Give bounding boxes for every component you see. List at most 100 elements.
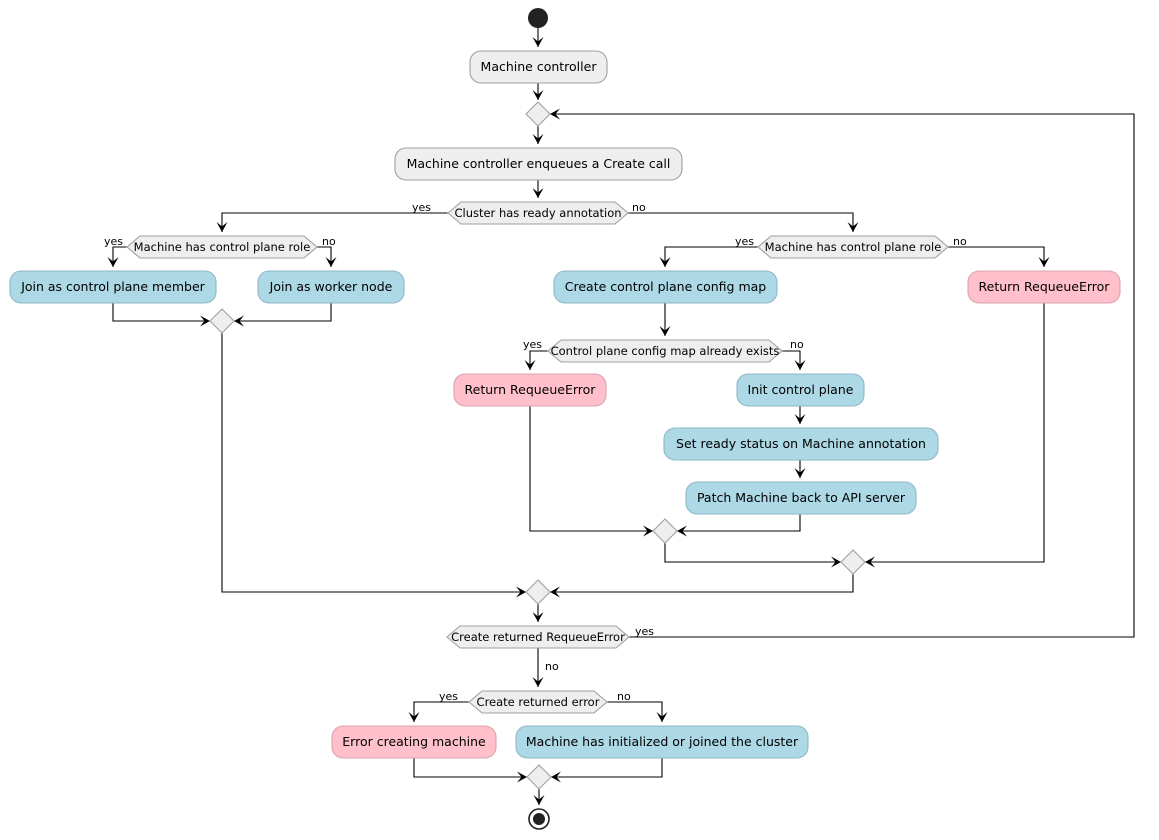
merge-nodes-layer [209,101,866,790]
arrowhead [533,795,545,805]
edge-e-error-no [607,701,668,722]
action-label: Machine controller [481,59,598,74]
decision-shape[interactable] [468,690,608,714]
decision-label: Control plane config map already exists [551,344,780,358]
action-label: Error creating machine [342,734,486,749]
edge-e-create-cm-to-decision [659,303,671,336]
end-node [528,808,550,830]
decision-node-cp-config-map-exists[interactable]: Control plane config map already exists y… [523,338,804,363]
action-node-join-control-plane-member[interactable]: Join as control plane member [9,270,217,304]
action-label: Join as worker node [269,279,393,294]
merge-node-merge-main [525,579,551,605]
action-node-set-ready-status[interactable]: Set ready status on Machine annotation [663,427,939,461]
arrowhead [524,360,536,370]
arrowhead [550,108,560,120]
action-label: Set ready status on Machine annotation [676,436,926,451]
arrowhead [532,37,544,47]
edge-e-merge-right-to-main [550,574,854,598]
action-box[interactable] [453,373,607,407]
decision-node-machine-has-cp-role-right[interactable]: Machine has control plane role yes no [735,235,967,259]
action-box[interactable] [736,373,865,407]
edge-e-patch-to-merge [677,514,801,537]
action-box[interactable] [331,725,497,759]
branch-label-yes: yes [523,338,542,351]
edge-e-cluster-no-right [628,212,859,232]
edge-e-controller-to-merge-top [532,83,544,100]
edge-path [112,246,127,267]
edge-path [664,543,841,563]
edge-e-cm-exists-no [782,350,806,370]
arrowhead [234,315,244,327]
action-node-return-requeue-error-right[interactable]: Return RequeueError [967,270,1121,304]
action-node-error-creating-machine[interactable]: Error creating machine [331,725,497,759]
merge-diamond [525,579,551,605]
arrowhead [408,712,420,722]
edge-e-cp-role-right-yes [659,246,758,267]
action-label: Return RequeueError [979,279,1111,294]
action-box[interactable] [967,270,1121,304]
branch-label-no: no [790,338,804,351]
branch-label-yes: yes [735,235,754,248]
merge-diamond [209,308,235,334]
edge-path [948,246,1045,267]
edge-e-cluster-yes-left [216,212,448,232]
start-circle-icon [528,8,548,28]
decision-shape[interactable] [446,625,630,649]
decision-label: Machine has control plane role [765,240,942,254]
action-node-patch-machine[interactable]: Patch Machine back to API server [685,481,917,515]
edge-e-start-to-controller [532,28,544,47]
arrowhead [532,188,544,198]
edge-e-error-machine-to-merge [413,758,527,783]
edge-path [529,350,548,370]
arrowhead [865,556,875,568]
arrowhead [659,257,671,267]
action-node-machine-initialized[interactable]: Machine has initialized or joined the cl… [515,725,809,759]
edge-e-requeue-right-to-merge-right [865,303,1045,568]
edge-e-merge-main-to-requeue-decision [532,604,544,622]
action-node-machine-controller[interactable]: Machine controller [469,50,608,84]
action-box[interactable] [257,270,405,304]
action-box[interactable] [663,427,939,461]
arrowhead [516,586,526,598]
action-label: Machine controller enqueues a Create cal… [407,156,671,171]
edge-path [550,113,1135,638]
action-label: Create control plane config map [565,279,767,294]
action-node-return-requeue-error-mid[interactable]: Return RequeueError [453,373,607,407]
decision-shape[interactable] [547,339,783,363]
merge-node-merge-right-branch [840,549,866,575]
action-node-join-worker-node[interactable]: Join as worker node [257,270,405,304]
edge-path [413,701,469,722]
arrowhead [107,257,119,267]
branch-label-no: no [545,660,559,673]
arrowhead [200,315,210,327]
terminal-nodes-layer [528,8,550,830]
action-node-create-cp-config-map[interactable]: Create control plane config map [553,270,778,304]
decision-shape[interactable] [447,201,629,225]
action-box[interactable] [553,270,778,304]
action-label: Patch Machine back to API server [697,490,906,505]
edge-path [664,246,758,267]
action-node-init-control-plane[interactable]: Init control plane [736,373,865,407]
edge-e-set-ready-to-patch [794,460,806,478]
action-box[interactable] [685,481,917,515]
action-node-enqueue-create[interactable]: Machine controller enqueues a Create cal… [394,147,683,181]
decision-shape[interactable] [757,235,949,259]
arrowhead [794,360,806,370]
edge-e-merge-left-down [221,333,526,598]
action-box[interactable] [515,725,809,759]
action-box[interactable] [469,50,608,84]
action-box[interactable] [9,270,217,304]
arrowhead [532,90,544,100]
edge-e-merge-cm-to-merge-right [664,543,841,568]
action-box[interactable] [394,147,683,181]
merge-node-merge-final [526,764,552,790]
edge-e-requeue-mid-to-merge [529,406,653,537]
branch-label-no: no [953,235,967,248]
decision-shape[interactable] [126,235,318,259]
branch-label-yes: yes [439,690,458,703]
